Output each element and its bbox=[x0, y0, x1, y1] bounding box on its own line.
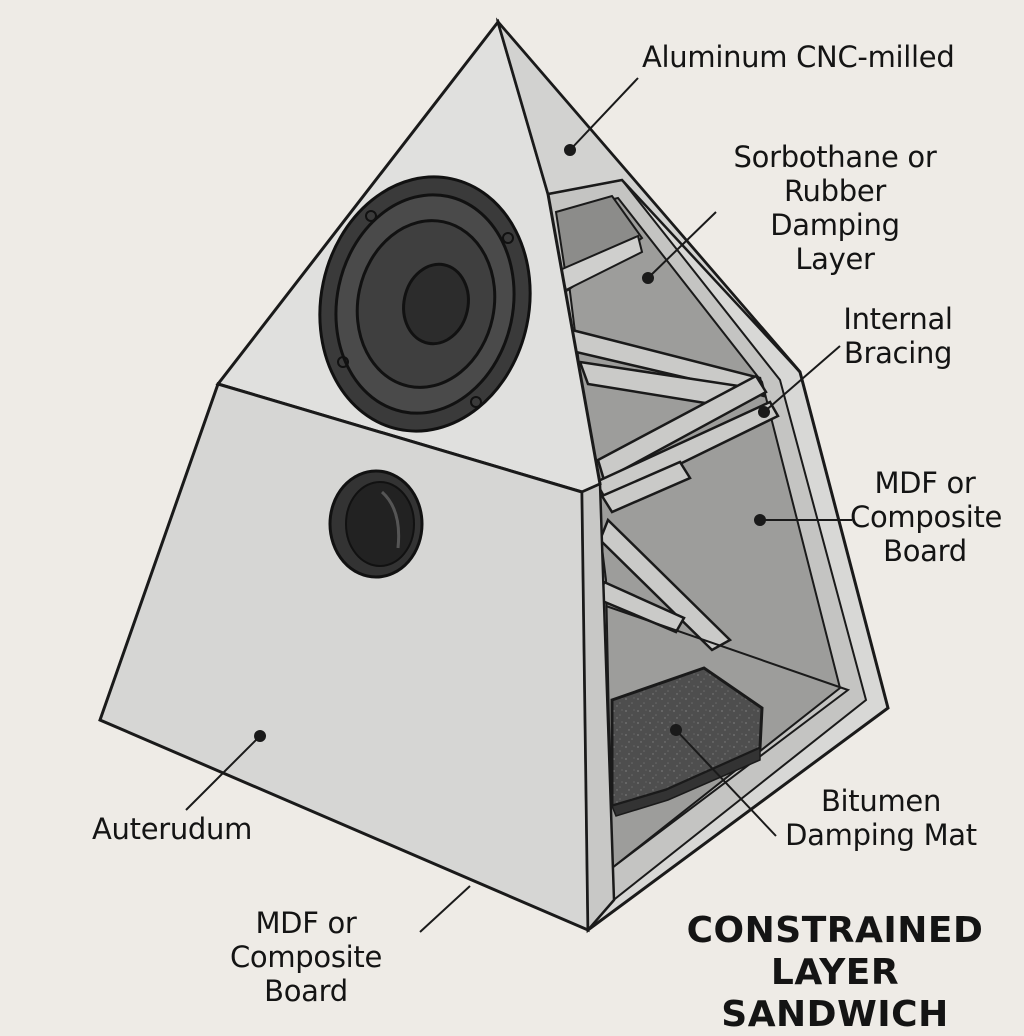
woofer-driver bbox=[318, 175, 532, 433]
label-auterudum: Auterudum bbox=[92, 812, 253, 846]
label-mdf-composite-bottom: MDF or Composite Board bbox=[229, 906, 383, 1008]
bass-port bbox=[328, 469, 424, 579]
aluminum-top-panel bbox=[496, 21, 801, 373]
label-sorbothane-damping-layer: Sorbothane or Rubber Damping Layer bbox=[733, 140, 937, 276]
leader-aluminum bbox=[569, 77, 639, 151]
enclosure-front-edge bbox=[580, 482, 616, 934]
label-bitumen-damping-mat: Bitumen Damping Mat bbox=[785, 784, 977, 852]
leader-bracing bbox=[763, 345, 841, 413]
internal-bracing bbox=[570, 328, 780, 652]
leader-bitumen bbox=[675, 729, 777, 837]
diagram-title: CONSTRAINED LAYER SANDWICH bbox=[686, 910, 984, 1035]
label-aluminum-cnc-milled: Aluminum CNC-milled bbox=[642, 40, 955, 74]
label-internal-bracing: Internal Bracing bbox=[843, 302, 953, 370]
leader-auterudum bbox=[185, 735, 261, 811]
label-mdf-composite-right: MDF or Composite Board bbox=[850, 466, 1003, 568]
leader-mdf-bottom bbox=[419, 885, 471, 933]
leader-sorbothane bbox=[647, 211, 717, 279]
